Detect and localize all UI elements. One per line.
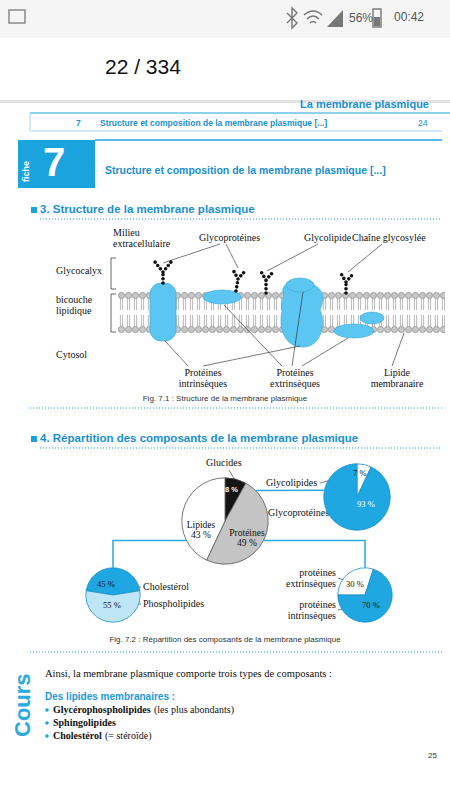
section-heading: 3. Structure de la membrane plasmique [40,203,255,215]
node-text: 70 % [362,600,380,610]
subheading: Des lipides membranaires : [45,691,175,702]
section-marker [31,436,37,442]
leader-line [124,470,352,610]
node-text: 7 [43,140,65,184]
pie-outline [85,567,141,623]
node-text: 8 % [225,485,238,494]
figure-label: Glycocalyx [56,265,102,276]
chart-label: protéines extrinsèques [276,567,336,589]
status-bar [0,0,450,38]
chart-label: protéines intrinsèques [276,599,336,621]
bullet [45,721,49,725]
node-text: 55 % [103,600,121,610]
chart-label: Cholestérol [143,581,189,592]
dotted-rule [30,219,442,652]
figure-label: Chaîne glycosylée [352,232,426,243]
running-header: La membrane plasmique [300,98,429,110]
list-term: Glycérophospholipides [53,704,151,715]
figure-label: Protéines intrinsèques [172,367,234,389]
intrinsic-protein [150,283,176,341]
pie-slice [182,478,225,560]
status-battery: 56% [349,11,373,25]
figure-label: bicouche lipidique [56,294,102,316]
pie-chart: 8 % Lipides 43 % Protéines 49 % [181,477,269,565]
page-title: Structure et composition de la membrane … [105,164,386,176]
extrinsic-protein [334,324,374,338]
chart-label: Phospholipides [143,598,204,609]
gallery-icon [9,10,25,23]
extrinsic-protein [360,312,384,324]
figure-label: Milieu extracellulaire [113,227,185,249]
figure-caption: Fig. 7.2 : Répartition des composants de… [45,635,405,644]
connector-line [264,541,366,568]
section-heading: 4. Répartition des composants de la memb… [40,432,358,444]
node-text: 7 % [353,468,366,478]
list-term: Sphingolipides [53,717,116,728]
body-text: Ainsi, la membrane plasmique comporte tr… [45,668,332,679]
pie-chart: 45 % 55 % [85,567,141,623]
connector-line [113,541,187,568]
page-number: 25 [428,751,437,760]
pie-outline [337,567,393,623]
node-text: 45 % [97,579,115,589]
pie-chart: 30 % 70 % [337,567,393,623]
node-text: Protéines 49 % [227,528,267,549]
figure-caption: Fig. 7.1 : Structure de la membrane plas… [60,394,390,403]
header-frame [30,113,442,131]
sugar-chain [155,262,353,293]
pie-slice [86,568,140,595]
bullet [45,734,49,738]
figure-label: Protéines extrinsèques [264,367,326,389]
chart-label: Glycoprotéines [268,507,329,518]
battery-icon [373,9,381,27]
node-text: 93 % [357,499,375,509]
page-counter: 22 / 334 [105,55,181,79]
pie-slice [324,464,390,530]
connector-line [256,489,325,491]
header-page: 24 [418,118,427,128]
chart-label: Glycolipides [266,477,317,488]
app-header [0,38,450,100]
header-title: Structure et composition de la membrane … [100,118,327,128]
list-note: (= stéroïde) [105,730,151,741]
extrinsic-protein [286,278,314,292]
title-rule [95,139,442,141]
figure-label: Cytosol [56,349,87,360]
figure-label: Lipide membranaire [366,367,428,389]
pie-slice [338,569,392,622]
bullet [45,708,49,712]
node-text: 30 % [346,579,364,589]
pie-chart: 7 % 93 % [323,463,391,531]
node-text: fiche [21,161,31,182]
status-clock: 00:42 [394,10,424,24]
side-tab: Cours [10,673,36,737]
wifi-icon [304,11,322,23]
signal-icon [327,10,343,27]
bracket [111,258,116,332]
pie-slice [86,591,140,622]
fiche-tab: fiche 7 [18,140,95,188]
header-number: 7 [76,118,81,128]
section-marker [31,207,37,213]
chart-label: Glucides [206,457,242,468]
figure-label: Glycoprotéines [199,232,260,243]
node-text: Lipides 43 % [184,520,218,541]
leader-line [163,244,404,366]
list-note: (les plus abondants) [154,704,234,715]
battery-level [374,17,380,26]
bluetooth-icon [287,8,297,28]
list-term: Cholestérol [53,730,102,741]
header-rule [30,113,450,114]
figure-label: Glycolipide [304,232,351,243]
